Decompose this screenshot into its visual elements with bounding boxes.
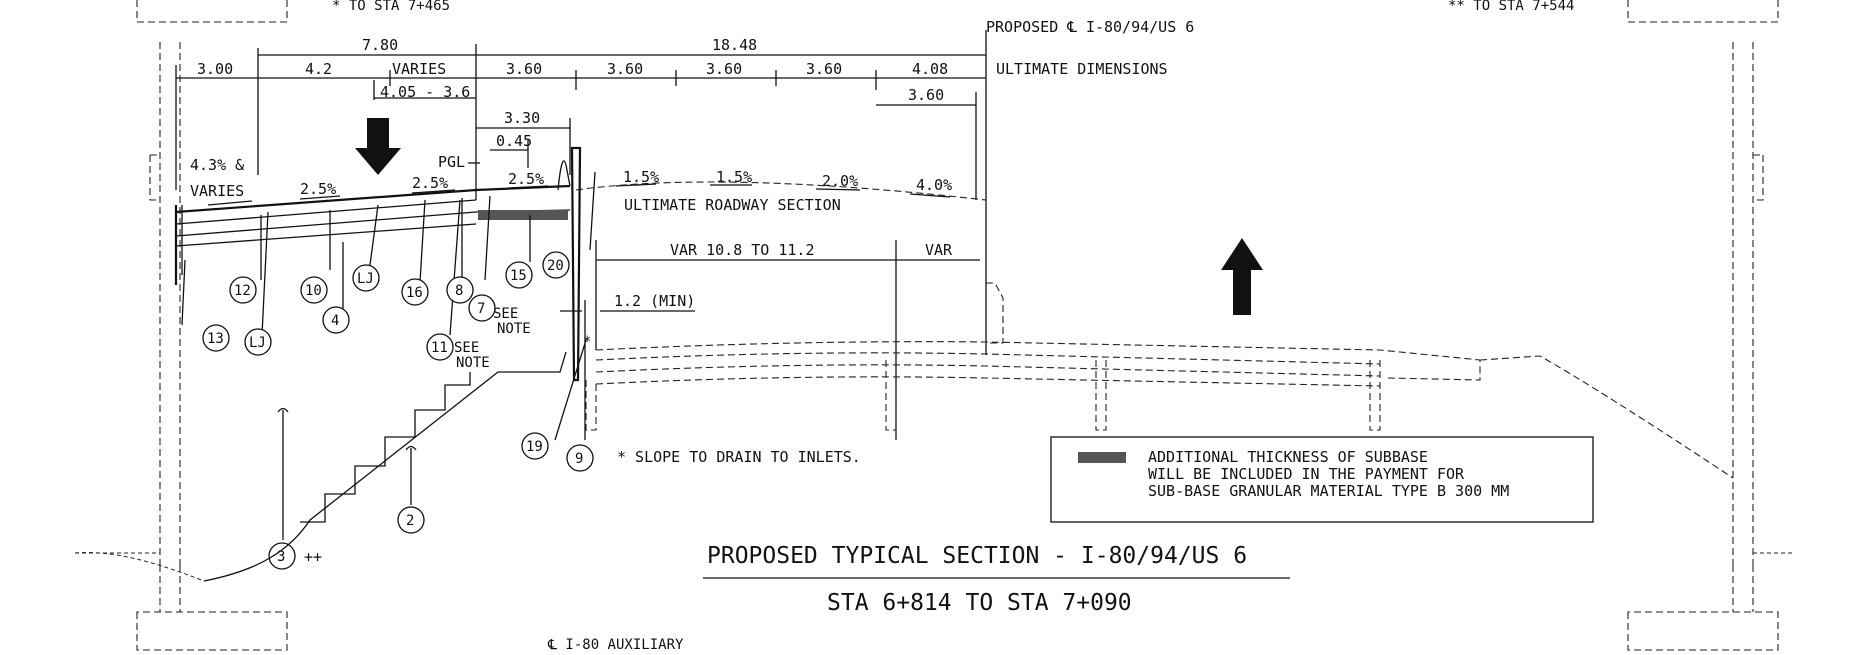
callout-10: 10 [300,276,328,304]
future-roadway [585,282,1734,479]
legend-line-2: WILL BE INCLUDED IN THE PAYMENT FOR [1148,465,1465,483]
subbase-hatch [478,210,568,220]
callout-lj-top: LJ [352,264,380,292]
see-note-11: SEE [454,340,479,356]
svg-text:4: 4 [331,313,339,329]
callout-19: 19 [521,432,549,460]
svg-text:7: 7 [477,301,485,317]
callout-15: 15 [505,261,533,289]
callout-9: 9 [566,444,594,472]
callout-2: 2 [397,506,425,534]
embankment-slope [203,351,567,582]
note-11: NOTE [456,355,490,371]
top-left-note: * TO STA 7+465 [332,0,450,14]
dim-3-00: 3.00 [197,60,233,78]
svg-text:LJ: LJ [357,271,374,287]
slope-2-5-b: 2.5% [412,174,448,192]
ground-line-left [74,552,205,582]
drain-note: * SLOPE TO DRAIN TO INLETS. [617,448,861,466]
svg-text:20: 20 [547,258,564,274]
callout-leaders [181,171,596,441]
dim-range: 4.05 - 3.6 [380,83,470,101]
slope-varies: VARIES [190,182,244,200]
ultimate-roadway-label: ULTIMATE ROADWAY SECTION [624,196,841,214]
see-note-7: SEE [493,306,518,322]
benching-steps [300,372,471,523]
svg-text:16: 16 [406,285,423,301]
up-arrow-icon [1221,238,1263,315]
callout-13: 13 [202,324,230,352]
svg-text:15: 15 [510,268,527,284]
callout-20: 20 [542,251,570,279]
slope-2-5-c: 2.5% [508,170,544,188]
centerline-label: PROPOSED ℄ I-80/94/US 6 [986,18,1194,36]
svg-text:9: 9 [575,451,583,467]
slope-2-0: 2.0% [822,172,858,190]
right-pier [1627,42,1792,651]
dim-3-60-b: 3.60 [607,60,643,78]
dim-3-60-c: 3.60 [706,60,742,78]
ultimate-profile [575,181,987,201]
callout-3: 3 [268,542,296,570]
star-mark: * [583,334,591,350]
callout-4: 4 [322,306,350,334]
slope-4-3: 4.3% & [190,156,244,174]
drawing-title: PROPOSED TYPICAL SECTION - I-80/94/US 6 [707,543,1247,569]
callout-16: 16 [401,278,429,306]
callout-8: 8 [446,276,474,304]
dim-3-30: 3.30 [504,109,540,127]
dim-min: 1.2 (MIN) [614,292,695,310]
dim-overall-left: 7.80 [362,36,398,54]
dim-3-60-sub: 3.60 [908,86,944,104]
legend-line-1: ADDITIONAL THICKNESS OF SUBBASE [1148,448,1428,466]
dimension-lines [175,30,987,440]
svg-text:2: 2 [406,513,414,529]
slope-4-0: 4.0% [916,176,952,194]
dim-4-08: 4.08 [912,60,948,78]
top-right-footing [1627,0,1779,23]
left-pier [75,42,288,651]
callout-lj-bottom: LJ [244,328,272,356]
slope-1-5-b: 1.5% [716,168,752,186]
svg-text:10: 10 [305,283,322,299]
note-7: NOTE [497,321,531,337]
drawing-subtitle: STA 6+814 TO STA 7+090 [827,590,1132,616]
dim-var-range: VAR 10.8 TO 11.2 [670,241,815,259]
dim-0-45: 0.45 [496,132,532,150]
legend-box [1050,436,1594,523]
dim-3-60-a: 3.60 [506,60,542,78]
dim-varies: VARIES [392,60,446,78]
dim-3-60-d: 3.60 [806,60,842,78]
svg-text:13: 13 [207,331,224,347]
deck-section [174,146,582,382]
top-right-note: ** TO STA 7+544 [1448,0,1574,14]
pgl-label: PGL [438,153,465,171]
svg-text:11: 11 [431,340,448,356]
callout-7: 7 [468,294,496,322]
svg-text:3: 3 [277,549,285,565]
callout-11: 11 [426,333,454,361]
bottom-centerline-label: ℄ I-80 AUXILIARY [547,637,684,653]
svg-text:LJ: LJ [249,335,266,351]
ultimate-dimensions-label: ULTIMATE DIMENSIONS [996,60,1168,78]
svg-text:12: 12 [234,283,251,299]
legend-hatch-swatch [1078,452,1126,463]
dim-var: VAR [925,241,953,259]
callout-12: 12 [229,276,257,304]
svg-text:19: 19 [526,439,543,455]
svg-text:8: 8 [455,283,463,299]
dim-overall-right: 18.48 [712,36,757,54]
slope-2-5-a: 2.5% [300,180,336,198]
down-arrow-icon [355,118,401,175]
crosses-mark: ++ [304,548,322,566]
top-left-footing [136,0,288,23]
dim-4-2: 4.2 [305,60,332,78]
legend-line-3: SUB-BASE GRANULAR MATERIAL TYPE B 300 MM [1148,482,1509,500]
pile-markers [277,407,417,540]
slope-1-5-a: 1.5% [623,168,659,186]
